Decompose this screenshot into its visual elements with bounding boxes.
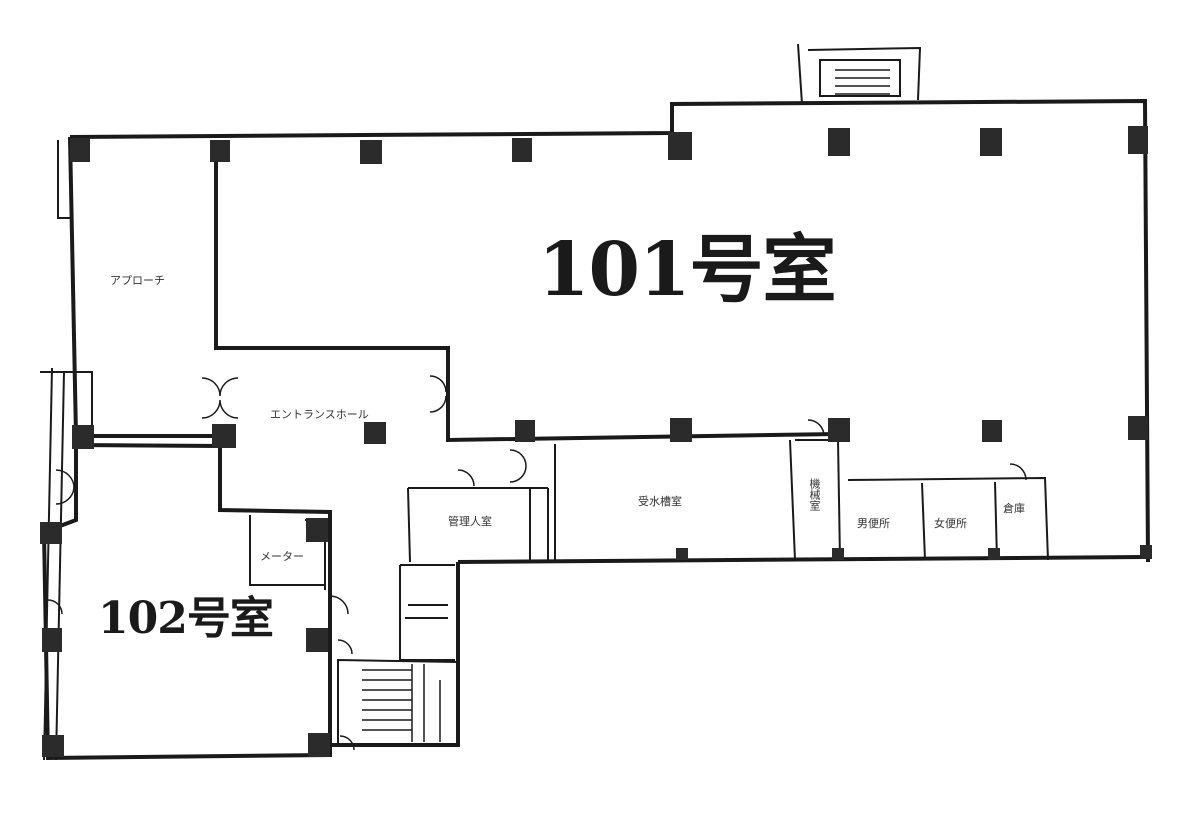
stair-treads-roof	[835, 69, 890, 95]
mens-toilet-label: 男便所	[857, 517, 890, 530]
column	[982, 420, 1002, 442]
column	[72, 425, 94, 449]
door-stairs	[329, 595, 355, 751]
column	[676, 548, 688, 560]
rooftop-stairs	[797, 43, 922, 105]
doors	[47, 375, 1027, 751]
column	[1140, 545, 1152, 559]
manager-room-walls	[407, 487, 549, 563]
approach-label: アプローチ	[110, 274, 165, 287]
room-102-label: 102号室	[98, 593, 274, 644]
thin-walls	[40, 43, 1049, 761]
door-service	[509, 449, 527, 483]
door-approach-double	[201, 377, 239, 419]
column	[1128, 416, 1148, 440]
column	[515, 420, 535, 442]
columns	[40, 126, 1152, 757]
stair-treads-lower	[362, 664, 441, 742]
reception-room-label: 受水槽室	[638, 495, 682, 508]
column	[828, 128, 850, 156]
room-101-label: 101号室	[538, 227, 836, 313]
column	[306, 628, 328, 652]
machine-room-label: 機械室	[808, 478, 821, 511]
elevator-walls	[399, 564, 455, 661]
entrance-hall-label: エントランスホール	[270, 408, 369, 421]
column	[306, 518, 328, 542]
column	[668, 132, 692, 160]
wall-service-bottom	[457, 555, 1149, 564]
door-102	[55, 469, 75, 505]
reception-room-walls	[554, 439, 796, 561]
wall-hall-right	[330, 562, 460, 747]
column	[364, 422, 386, 444]
storage-label: 倉庫	[1003, 502, 1025, 515]
column	[512, 138, 532, 162]
column	[210, 140, 230, 162]
approach-double-line	[40, 140, 93, 761]
column	[42, 735, 64, 757]
door-storage	[1009, 463, 1027, 481]
column	[40, 522, 62, 544]
door-manager	[457, 469, 475, 487]
manager-room-label: 管理人室	[448, 515, 492, 528]
wall-101-left	[214, 145, 839, 443]
column	[1128, 126, 1148, 154]
wall-101-top	[69, 98, 1150, 563]
toilet-walls	[847, 476, 1049, 561]
column	[360, 140, 382, 164]
door-hall-right	[429, 375, 447, 413]
column	[212, 424, 236, 448]
column	[308, 733, 330, 757]
column	[70, 138, 90, 162]
womens-toilet-label: 女便所	[934, 517, 967, 530]
stairs-outline	[337, 658, 459, 746]
column	[670, 418, 692, 442]
column	[42, 628, 62, 652]
door-machine	[807, 419, 825, 437]
stair-treads	[362, 69, 890, 742]
column	[832, 548, 844, 560]
column	[828, 418, 850, 442]
door-102-left	[47, 599, 63, 615]
column	[988, 548, 1000, 560]
column	[980, 128, 1002, 156]
meter-label: メーター	[260, 550, 304, 563]
